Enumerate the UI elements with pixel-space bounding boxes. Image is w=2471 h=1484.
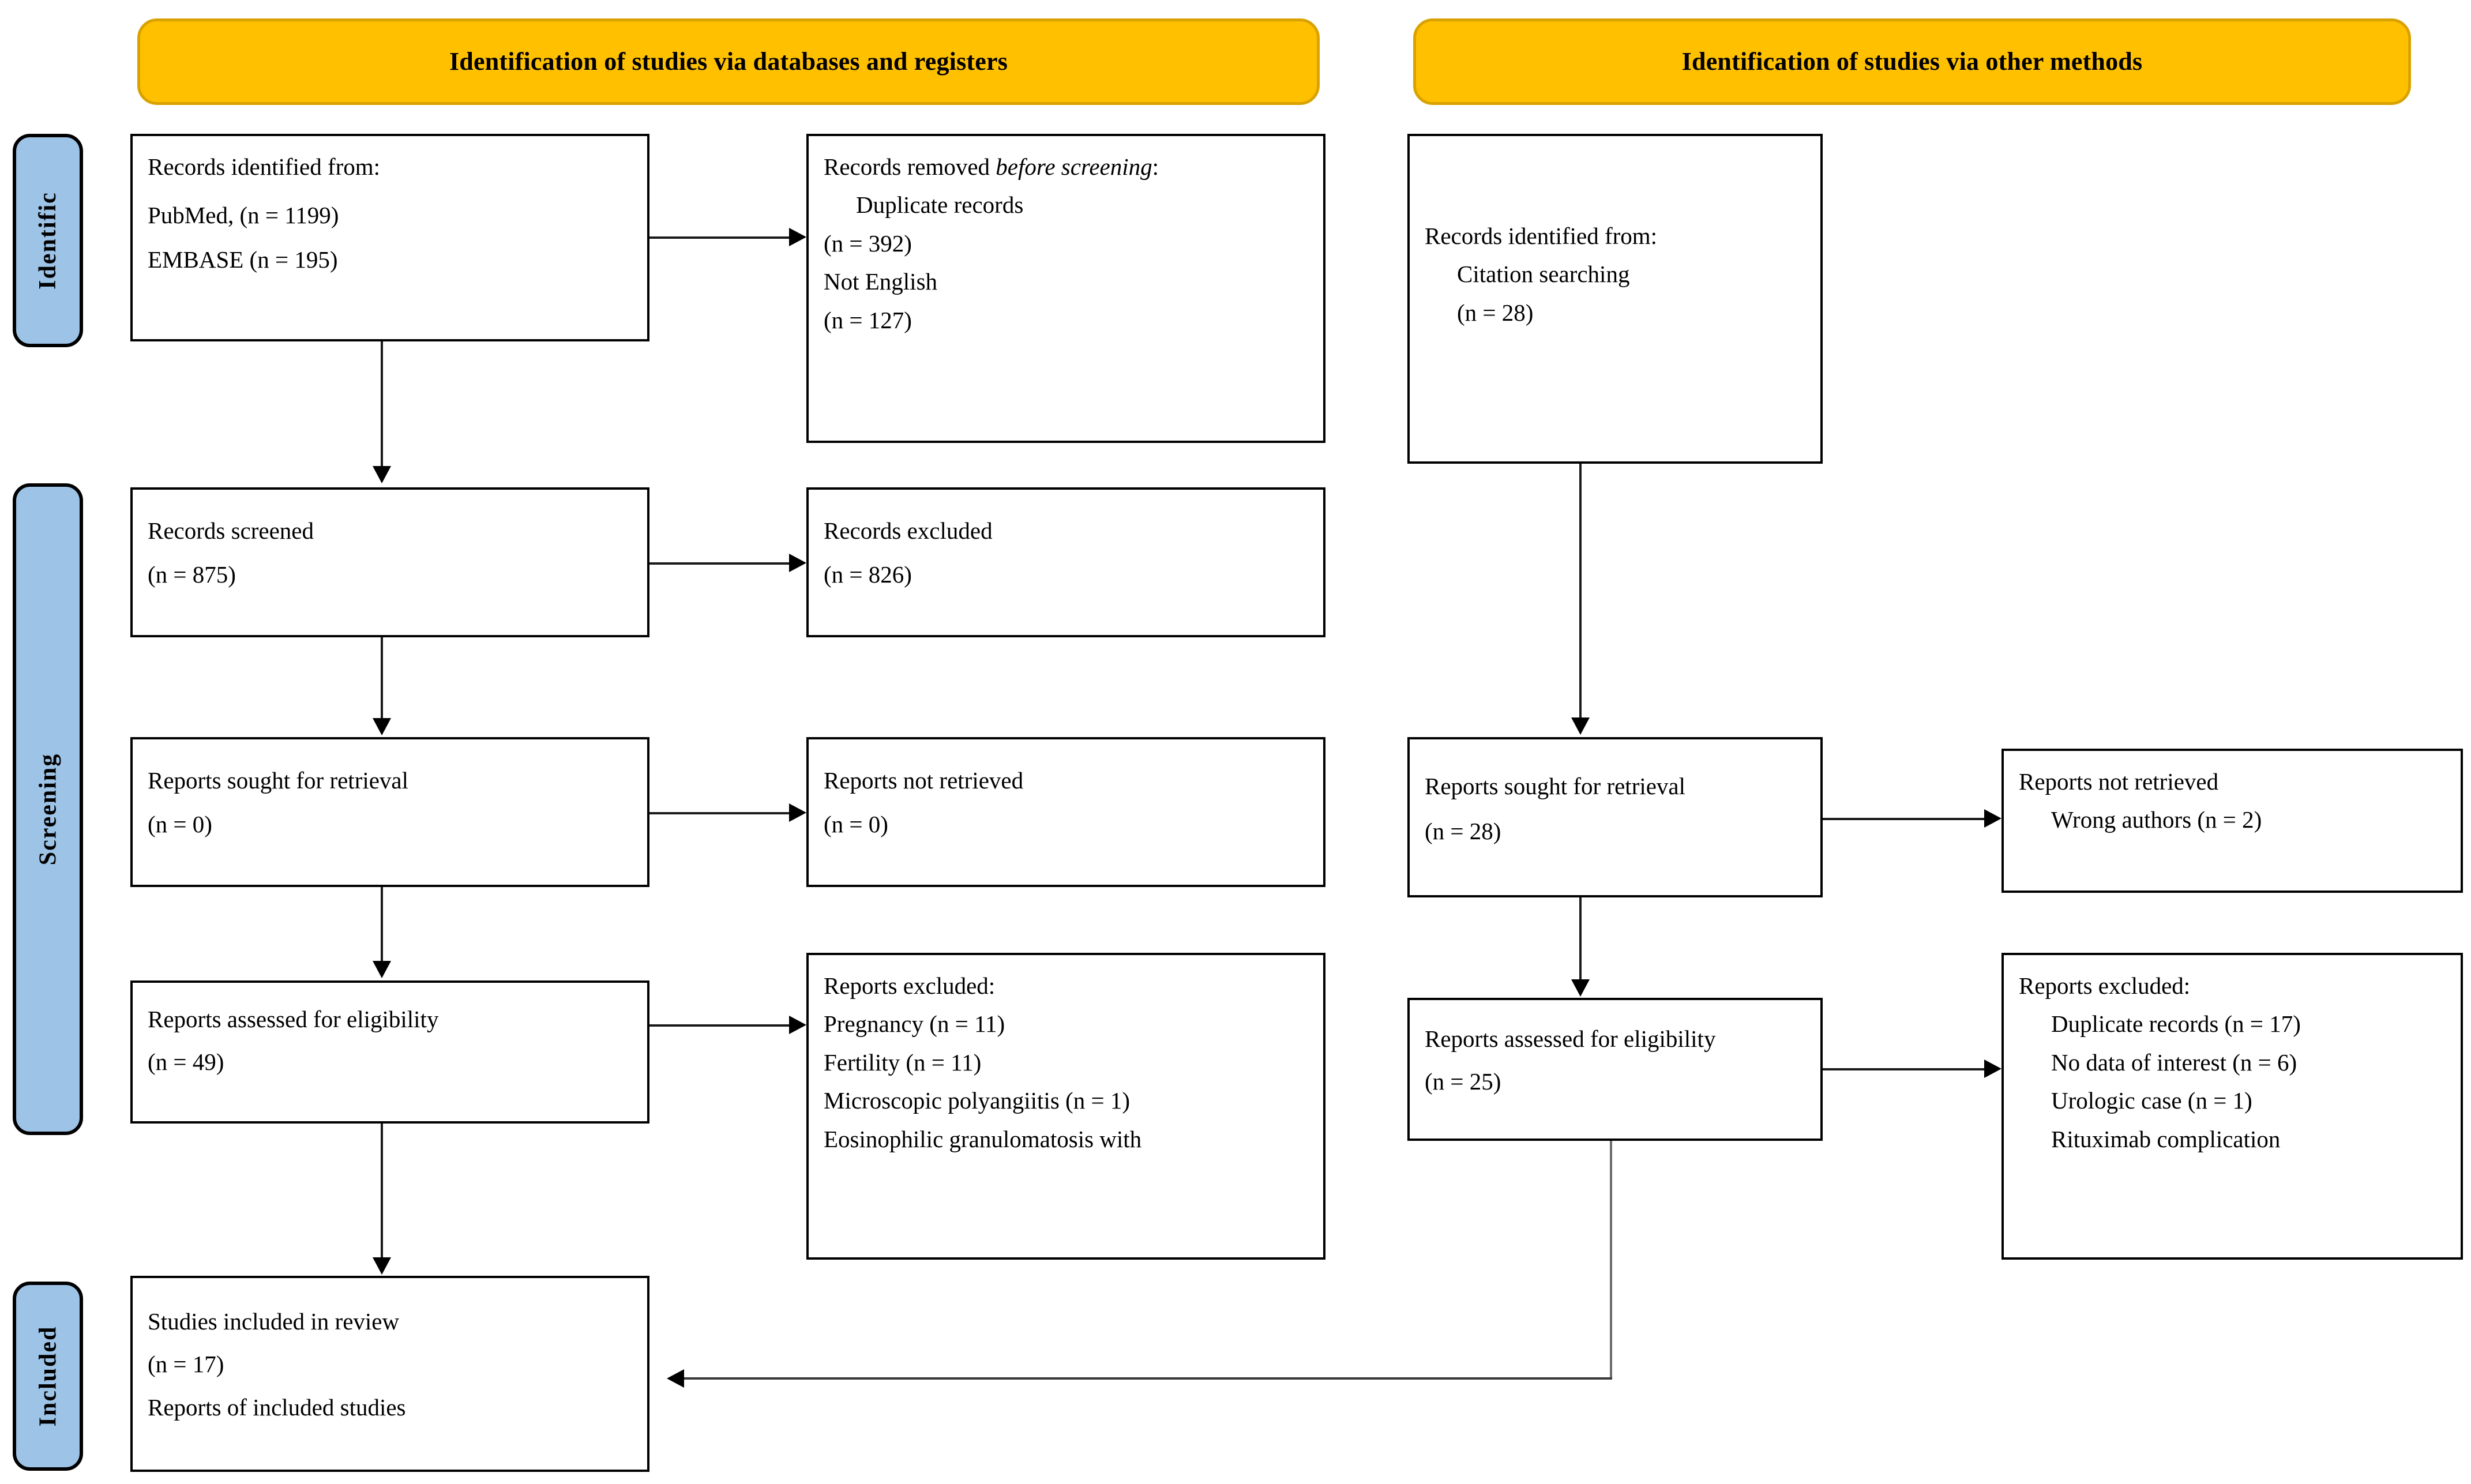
arrowhead-sought-right-to-assessed-right <box>1571 979 1590 997</box>
reports-excluded-left-polyangiitis: Microscopic polyangiitis (n = 1) <box>824 1087 1130 1114</box>
box-records-removed: Records removed before screening: Duplic… <box>806 134 1325 443</box>
records-identified-title: Records identified from: <box>148 153 381 180</box>
box-reports-excluded-right: Reports excluded: Duplicate records (n =… <box>2001 953 2463 1260</box>
studies-included-title: Studies included in review <box>148 1308 400 1335</box>
records-excluded-count: (n = 826) <box>824 561 912 588</box>
studies-included-count: (n = 17) <box>148 1351 224 1378</box>
arrowhead-identified-to-screened <box>373 466 391 483</box>
connector-identified-other-to-sought-right <box>1579 464 1582 717</box>
reports-sought-right-count: (n = 28) <box>1425 818 1501 845</box>
reports-excluded-left-pregnancy: Pregnancy (n = 11) <box>824 1010 1005 1038</box>
studies-included-reports: Reports of included studies <box>148 1393 406 1421</box>
box-reports-not-retrieved-right: Reports not retrieved Wrong authors (n =… <box>2001 749 2463 893</box>
arrowhead-assessed-to-excluded-left <box>789 1016 806 1034</box>
records-identified-pubmed: PubMed, (n = 1199) <box>148 202 339 229</box>
arrowhead-identified-other-to-sought-right <box>1571 717 1590 735</box>
connector-identified-to-screened <box>381 341 383 466</box>
stage-pill-screening-label: Screening <box>35 753 61 866</box>
reports-assessed-left-title: Reports assessed for eligibility <box>148 1006 439 1032</box>
arrowhead-right-elbow-to-included <box>667 1369 684 1388</box>
box-reports-not-retrieved-left: Reports not retrieved (n = 0) <box>806 737 1325 887</box>
connector-assessed-to-included <box>381 1124 383 1257</box>
reports-excluded-right-title: Reports excluded: <box>2019 972 2191 999</box>
reports-excluded-right-duplicates: Duplicate records (n = 17) <box>2051 1010 2301 1038</box>
arrowhead-sought-to-assessed-left <box>373 961 391 978</box>
reports-excluded-right-urologic: Urologic case (n = 1) <box>2051 1087 2252 1114</box>
records-removed-duplicates-count: (n = 392) <box>824 230 912 257</box>
arrowhead-screened-to-sought <box>373 718 391 735</box>
reports-not-retrieved-right-title: Reports not retrieved <box>2019 768 2219 795</box>
connector-right-elbow-vertical <box>1610 1141 1612 1380</box>
reports-not-retrieved-left-count: (n = 0) <box>824 811 888 838</box>
connector-sought-to-not-retrieved-right <box>1823 818 1984 820</box>
connector-right-elbow-horizontal <box>684 1377 1612 1380</box>
arrowhead-assessed-to-excluded-right <box>1984 1060 2001 1078</box>
banner-databases-registers-label: Identification of studies via databases … <box>449 47 1008 76</box>
arrowhead-sought-to-not-retrieved-right <box>1984 809 2001 828</box>
stage-pill-included-label: Included <box>35 1325 62 1427</box>
box-reports-excluded-left: Reports excluded: Pregnancy (n = 11) Fer… <box>806 953 1325 1260</box>
reports-sought-right-title: Reports sought for retrieval <box>1425 773 1686 799</box>
box-studies-included: Studies included in review (n = 17) Repo… <box>130 1276 649 1472</box>
connector-screened-to-sought <box>381 637 383 718</box>
reports-excluded-right-rituximab: Rituximab complication <box>2051 1125 2281 1152</box>
reports-assessed-right-title: Reports assessed for eligibility <box>1425 1025 1716 1052</box>
reports-assessed-left-count: (n = 49) <box>148 1049 224 1076</box>
box-records-identified: Records identified from: PubMed, (n = 11… <box>130 134 649 341</box>
box-reports-assessed-left: Reports assessed for eligibility (n = 49… <box>130 980 649 1124</box>
stage-pill-identification-label: Identific <box>35 191 61 290</box>
stage-pill-included: Included <box>13 1282 83 1471</box>
connector-sought-to-assessed-left <box>381 887 383 961</box>
stage-pill-identification: Identific <box>13 134 83 347</box>
box-records-identified-other: Records identified from: Citation search… <box>1407 134 1823 464</box>
reports-assessed-right-count: (n = 25) <box>1425 1068 1501 1095</box>
box-reports-sought-right: Reports sought for retrieval (n = 28) <box>1407 737 1823 897</box>
reports-sought-left-title: Reports sought for retrieval <box>148 767 409 794</box>
connector-assessed-to-excluded-right <box>1823 1068 1984 1070</box>
reports-not-retrieved-left-title: Reports not retrieved <box>824 767 1024 794</box>
box-records-excluded: Records excluded (n = 826) <box>806 487 1325 637</box>
records-screened-title: Records screened <box>148 517 314 544</box>
box-records-screened: Records screened (n = 875) <box>130 487 649 637</box>
records-removed-title: Records removed before screening: <box>824 153 1159 180</box>
banner-other-methods-label: Identification of studies via other meth… <box>1681 47 2143 76</box>
records-identified-embase: EMBASE (n = 195) <box>148 246 338 273</box>
records-excluded-title: Records excluded <box>824 517 993 544</box>
connector-sought-right-to-assessed-right <box>1579 897 1582 979</box>
box-reports-sought-left: Reports sought for retrieval (n = 0) <box>130 737 649 887</box>
box-reports-assessed-right: Reports assessed for eligibility (n = 25… <box>1407 998 1823 1141</box>
connector-assessed-to-excluded-left <box>649 1024 789 1027</box>
banner-other-methods: Identification of studies via other meth… <box>1413 18 2411 105</box>
records-identified-other-citation: Citation searching <box>1457 261 1630 288</box>
stage-pill-screening: Screening <box>13 483 83 1135</box>
records-removed-duplicates: Duplicate records <box>856 191 1024 219</box>
arrowhead-screened-to-excluded <box>789 554 806 572</box>
reports-excluded-left-fertility: Fertility (n = 11) <box>824 1049 982 1076</box>
reports-not-retrieved-right-wrong-authors: Wrong authors (n = 2) <box>2051 806 2262 833</box>
arrowhead-assessed-to-included <box>373 1257 391 1275</box>
reports-excluded-left-title: Reports excluded: <box>824 972 996 999</box>
reports-excluded-left-eosinophilic: Eosinophilic granulomatosis with <box>824 1125 1142 1152</box>
records-removed-not-english: Not English <box>824 268 938 295</box>
records-screened-count: (n = 875) <box>148 561 236 588</box>
connector-screened-to-excluded <box>649 562 789 565</box>
connector-identified-to-removed <box>649 236 789 239</box>
records-removed-not-english-count: (n = 127) <box>824 306 912 333</box>
arrowhead-sought-to-not-retrieved-left <box>789 803 806 822</box>
records-identified-other-title: Records identified from: <box>1425 223 1658 249</box>
reports-sought-left-count: (n = 0) <box>148 811 212 838</box>
connector-sought-to-not-retrieved-left <box>649 812 789 814</box>
records-identified-other-count: (n = 28) <box>1457 299 1534 326</box>
banner-databases-registers: Identification of studies via databases … <box>137 18 1320 105</box>
reports-excluded-right-no-data: No data of interest (n = 6) <box>2051 1049 2297 1076</box>
arrowhead-identified-to-removed <box>789 228 806 246</box>
